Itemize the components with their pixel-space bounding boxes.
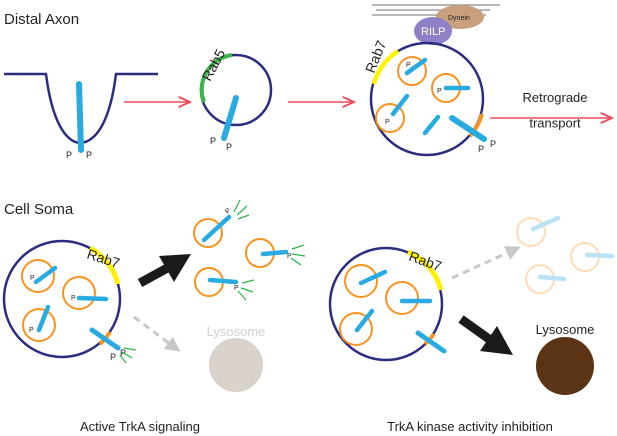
rab7-marker (371, 49, 400, 85)
signaling-burst (290, 244, 306, 266)
rab7-marker (468, 113, 484, 138)
phospho-label: P (71, 295, 76, 302)
rab7-label: Rab7 (85, 246, 122, 272)
trka-receptor (221, 95, 239, 141)
trka-receptor (36, 304, 51, 333)
recycling-arrow (137, 254, 191, 287)
retrograde-label: Retrograde (522, 90, 587, 105)
trka-receptor (390, 93, 410, 117)
rab5-label: Rab5 (199, 46, 229, 83)
degradation-arrow (458, 315, 513, 355)
lysosome (536, 337, 594, 395)
rilp-label: RILP (421, 26, 445, 38)
signaling-burst (233, 199, 250, 220)
trka-receptor (89, 327, 121, 351)
intraluminal-vesicle (21, 259, 55, 293)
phospho-label: P (224, 207, 233, 215)
rilp-adaptor (414, 17, 452, 45)
phospho-label: P (406, 62, 411, 69)
phospho-label: P (110, 352, 116, 362)
phospho-label: P (287, 253, 292, 260)
phospho-label: P (226, 142, 232, 152)
intraluminal-vesicle (339, 312, 373, 346)
rab7-label: Rab7 (362, 38, 389, 75)
intraluminal-vesicle (344, 264, 378, 298)
lysosome-label: Lysosome (536, 322, 595, 337)
trka-receptor (415, 330, 447, 354)
distal-axon-heading: Distal Axon (4, 11, 79, 28)
trka-receptor (404, 57, 428, 76)
caption-active-signaling: Active TrkA signaling (80, 419, 200, 434)
intraluminal-vesicle (397, 56, 427, 86)
phospho-label: P (478, 144, 484, 154)
phospho-label: P (490, 139, 496, 149)
lysosome-label: Lysosome (207, 324, 266, 339)
lysosome (209, 338, 263, 392)
phospho-label: P (437, 88, 442, 95)
trka-receptor (358, 269, 388, 286)
trka-receptor (449, 115, 487, 142)
trka-receptor (33, 265, 58, 285)
rab7-marker (406, 249, 444, 291)
trka-receptor (260, 249, 289, 257)
intraluminal-vesicle (22, 308, 56, 342)
soma-signaling-endosome (2, 239, 122, 359)
rab5-marker (199, 53, 233, 103)
trka-receptor (422, 114, 441, 136)
degradation-arrow (133, 315, 181, 352)
trka-receptor (76, 81, 84, 153)
cell-soma-heading: Cell Soma (4, 201, 74, 218)
phospho-label: P (385, 119, 390, 126)
dynein-label: Dynein (448, 15, 470, 22)
trka-receptor (354, 308, 375, 333)
recycling-arrow (451, 246, 521, 280)
phospho-label: P (29, 327, 34, 334)
trka-receptor (201, 214, 232, 243)
phospho-label: P (66, 150, 72, 160)
signaling-burst (237, 279, 255, 301)
signaling-endosome (369, 41, 485, 157)
trka-receptor (76, 295, 109, 302)
trka-receptor (207, 277, 239, 285)
phospho-label: P (86, 150, 92, 160)
retrograde-label: transport (529, 116, 581, 131)
signaling-burst (119, 347, 137, 364)
rab7-label: Rab7 (407, 248, 444, 275)
phospho-label: P (30, 275, 35, 282)
phospho-label: P (210, 136, 216, 146)
signaling-vesicle (193, 218, 223, 248)
caption-kinase-inhibition: TrkA kinase activity inhibition (387, 419, 553, 434)
intraluminal-vesicle (375, 103, 405, 133)
soma-signaling-endosome (328, 246, 444, 362)
intraluminal-vesicle (385, 281, 419, 315)
faded-vesicles (516, 215, 615, 294)
phospho-label: P (234, 285, 239, 292)
intraluminal-vesicle (62, 276, 96, 310)
rab7-marker (88, 245, 121, 285)
